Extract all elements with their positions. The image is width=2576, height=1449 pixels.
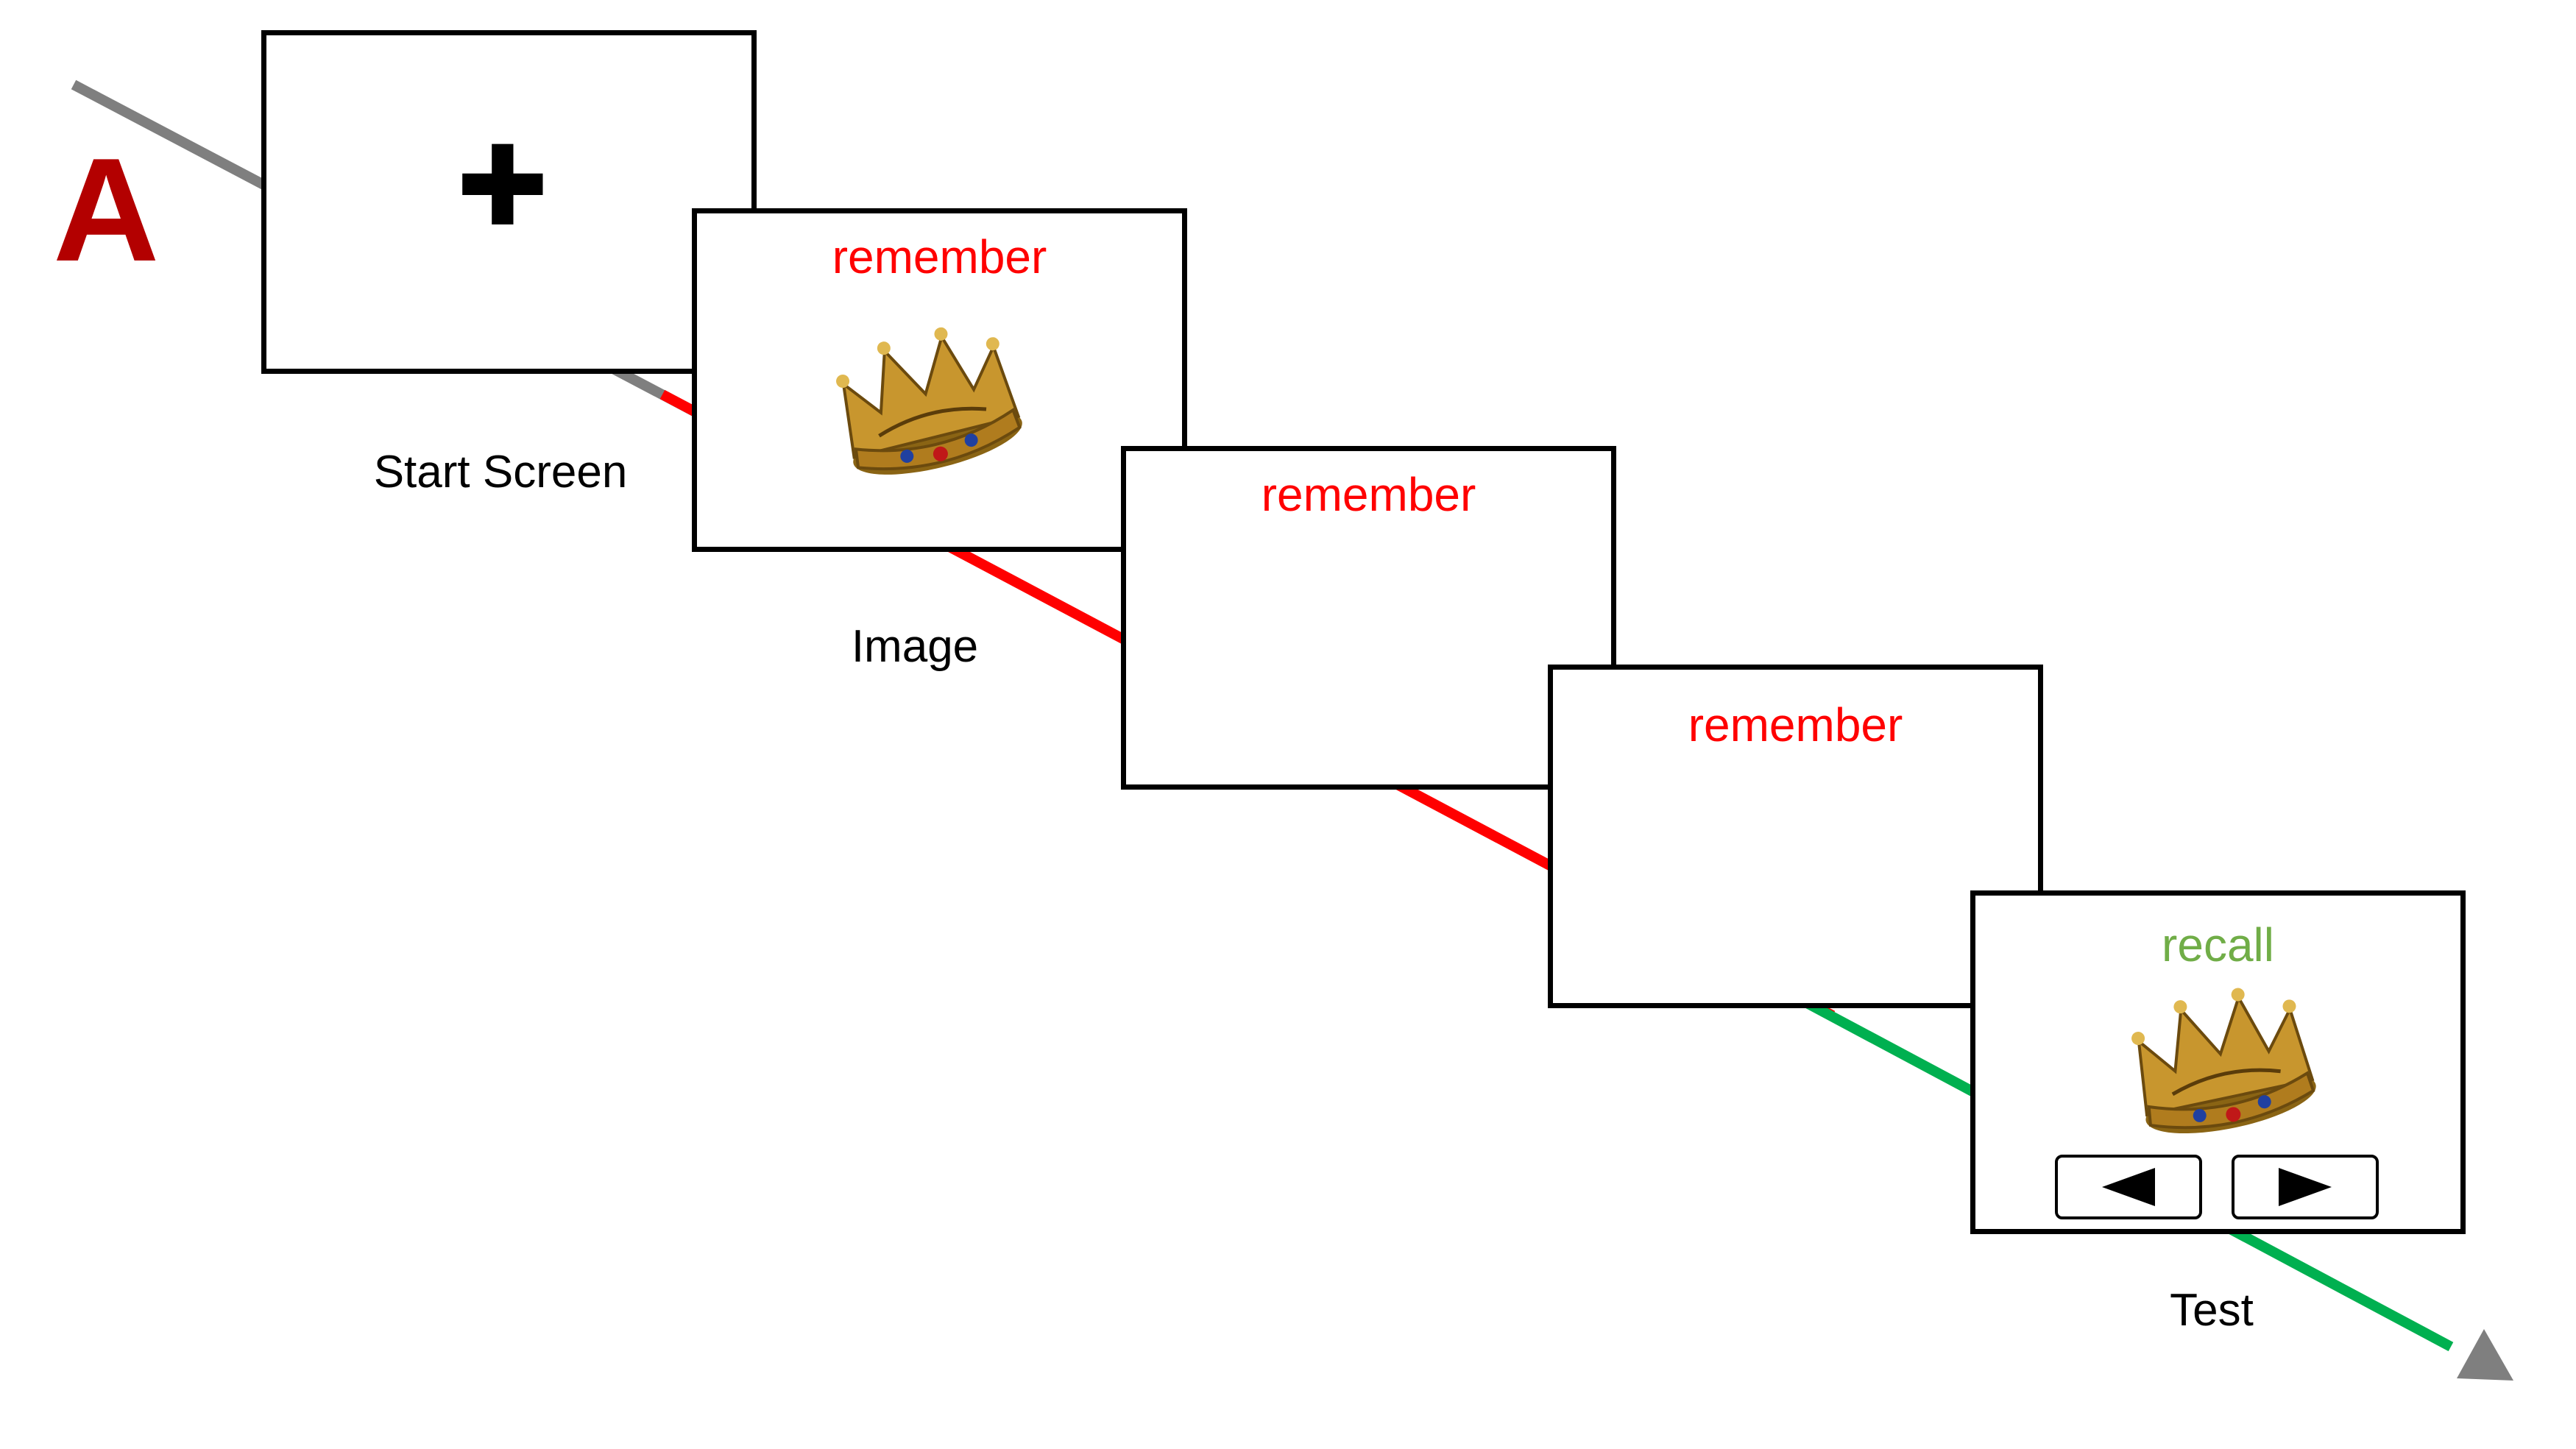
image-screen-caption: Image — [851, 621, 979, 672]
remember-cue: remember — [1688, 698, 1903, 751]
test-screen: recall — [1970, 890, 2466, 1234]
test-screen-caption: Test — [2170, 1285, 2254, 1336]
start-screen-caption: Start Screen — [373, 447, 628, 497]
fixation-cross-icon: ✚ — [456, 124, 549, 248]
crown-icon — [836, 327, 1022, 475]
recall-cue: recall — [2162, 918, 2274, 971]
start-screen: ✚ — [261, 30, 757, 374]
previous-button[interactable] — [2055, 1155, 2202, 1219]
delay-screen-2: remember — [1548, 665, 2043, 1008]
timeline-arrowhead — [2457, 1329, 2513, 1381]
image-screen: remember — [692, 208, 1187, 552]
delay-screen-1: remember — [1121, 446, 1616, 790]
right-arrow-icon — [2279, 1168, 2332, 1206]
remember-cue: remember — [832, 230, 1047, 283]
left-arrow-icon — [2102, 1168, 2155, 1206]
panel-label: A — [53, 128, 160, 292]
remember-cue: remember — [1261, 468, 1476, 521]
crown-icon — [2131, 988, 2316, 1134]
next-button[interactable] — [2232, 1155, 2379, 1219]
